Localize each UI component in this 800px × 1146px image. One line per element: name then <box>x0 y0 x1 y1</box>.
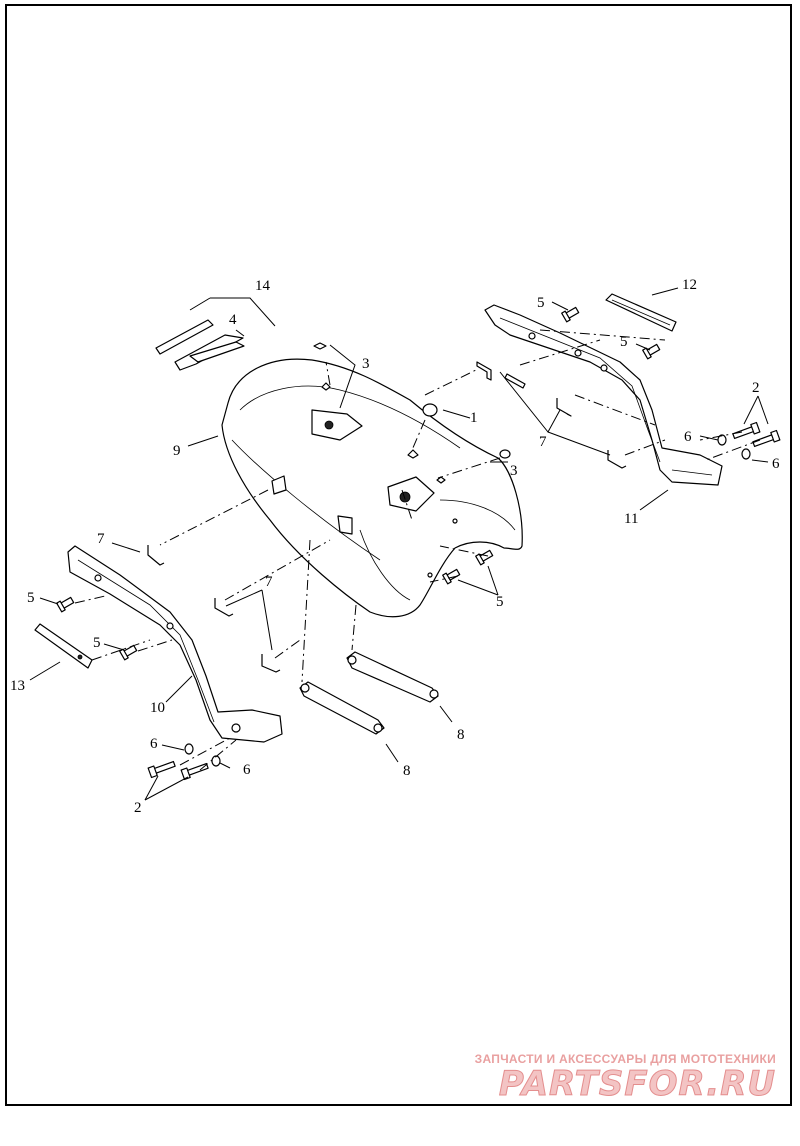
part-11-right-rail <box>484 304 723 486</box>
callout-10: 10 <box>150 700 165 716</box>
callout-7-mid: 7 <box>265 574 273 590</box>
callout-5-d: 5 <box>27 590 35 606</box>
part-3-fasteners <box>313 342 511 484</box>
callout-7-left: 7 <box>97 531 105 547</box>
part-12-strip <box>605 293 677 332</box>
callout-6-b: 6 <box>772 456 780 472</box>
callout-14: 14 <box>255 278 271 294</box>
diagram-frame <box>5 4 792 1106</box>
part-7-clips <box>147 361 627 673</box>
callout-3-right: 3 <box>510 463 518 479</box>
part-10-left-rail <box>67 545 283 743</box>
part-8-struts <box>299 651 439 735</box>
watermark-logo: PARTSFOR.RU <box>498 1064 776 1104</box>
callout-2-left: 2 <box>134 800 142 816</box>
callout-5-b: 5 <box>620 334 628 350</box>
callout-7-right: 7 <box>539 434 547 450</box>
callout-6-a: 6 <box>684 429 692 445</box>
callout-5-a: 5 <box>537 295 545 311</box>
callout-12: 12 <box>682 277 697 293</box>
watermark: ЗАПЧАСТИ И АКСЕССУАРЫ ДЛЯ МОТОТЕХНИКИ PA… <box>474 1052 776 1104</box>
part-5-screws <box>56 306 661 661</box>
callout-11: 11 <box>624 511 638 527</box>
part-6-washers <box>184 434 751 767</box>
callout-9: 9 <box>173 443 181 459</box>
callout-labels: 1 2 2 3 3 4 5 5 5 5 5 6 6 6 6 7 7 7 8 8 … <box>10 277 780 816</box>
callout-3-top: 3 <box>362 356 370 372</box>
callout-5-c: 5 <box>496 594 504 610</box>
callout-6-d: 6 <box>243 762 251 778</box>
callout-8-a: 8 <box>457 727 465 743</box>
leader-lines <box>29 287 769 801</box>
watermark-tagline: ЗАПЧАСТИ И АКСЕССУАРЫ ДЛЯ МОТОТЕХНИКИ <box>474 1052 776 1066</box>
part-2-bolts <box>147 421 781 781</box>
callout-6-c: 6 <box>150 736 158 752</box>
callout-13: 13 <box>10 678 25 694</box>
callout-8-b: 8 <box>403 763 411 779</box>
part-1-plug <box>407 403 438 459</box>
callout-2-right: 2 <box>752 380 760 396</box>
callout-1: 1 <box>470 410 478 426</box>
part-13-strip <box>34 623 93 669</box>
alignment-lines <box>74 329 761 771</box>
callout-4: 4 <box>229 312 237 328</box>
seat-part-9 <box>221 358 523 618</box>
callout-5-e: 5 <box>93 635 101 651</box>
part-14-strip <box>155 319 245 371</box>
